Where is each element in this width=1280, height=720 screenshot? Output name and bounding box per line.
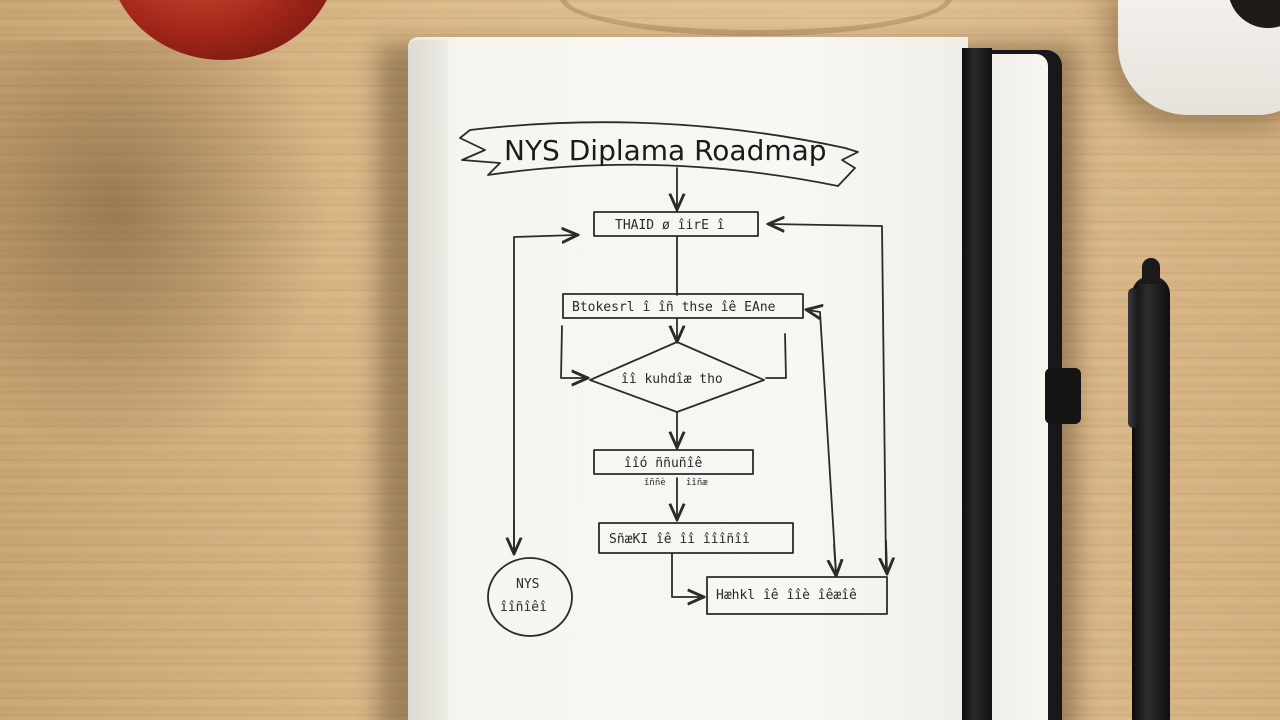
flow-box-sixth	[706, 576, 888, 615]
line-right-of-decision	[765, 333, 787, 379]
pen	[1128, 258, 1174, 720]
flow-box-top	[593, 211, 759, 237]
connector-fifth-to-sixth	[671, 552, 702, 597]
flow-end-circle-line2: îîñîêî	[500, 600, 547, 615]
flow-end-circle-line1: NYS	[516, 577, 539, 592]
flow-box-fifth-label: SñæKI îê îî îîîñîî	[609, 532, 750, 547]
flow-end-circle	[487, 557, 573, 637]
flow-decision-label: îî kuhdîæ tho	[621, 372, 723, 387]
desk-shadow	[0, 40, 330, 460]
pen-body	[1132, 276, 1170, 720]
flow-box-second-label: Btokesrl î îñ thse îê EAne	[572, 300, 776, 315]
title-banner	[459, 121, 859, 187]
arrow-left-into-decision	[560, 325, 586, 378]
notebook-page	[408, 37, 968, 720]
flow-box-fourth-note-left: îññè	[644, 477, 666, 488]
flow-box-sixth-label: Hæhkl îê îîè îêæîê	[716, 588, 857, 603]
arrow-right-loop	[770, 224, 887, 569]
pen-cap	[1142, 258, 1160, 284]
arrow-inner-right-loop	[808, 310, 837, 573]
flow-box-fifth	[598, 522, 794, 554]
roadmap-title: NYS Diplama Roadmap	[504, 134, 827, 167]
flow-box-fourth-label: îîó ññuñîê	[624, 456, 702, 471]
flow-box-fourth-note-right: îîñæ	[686, 478, 708, 488]
arrow-left-loop	[513, 235, 576, 549]
arrow-right-loop-down	[886, 539, 887, 572]
pen-clip	[1128, 288, 1138, 428]
notebook-pen-loop	[1045, 368, 1081, 424]
notebook-page-edge	[408, 40, 448, 720]
flow-box-fourth	[593, 449, 754, 475]
arrow-inner-right-down	[834, 544, 836, 574]
notebook-elastic-band	[962, 48, 992, 720]
flow-box-top-label: THAID ø îirE î	[615, 218, 725, 233]
